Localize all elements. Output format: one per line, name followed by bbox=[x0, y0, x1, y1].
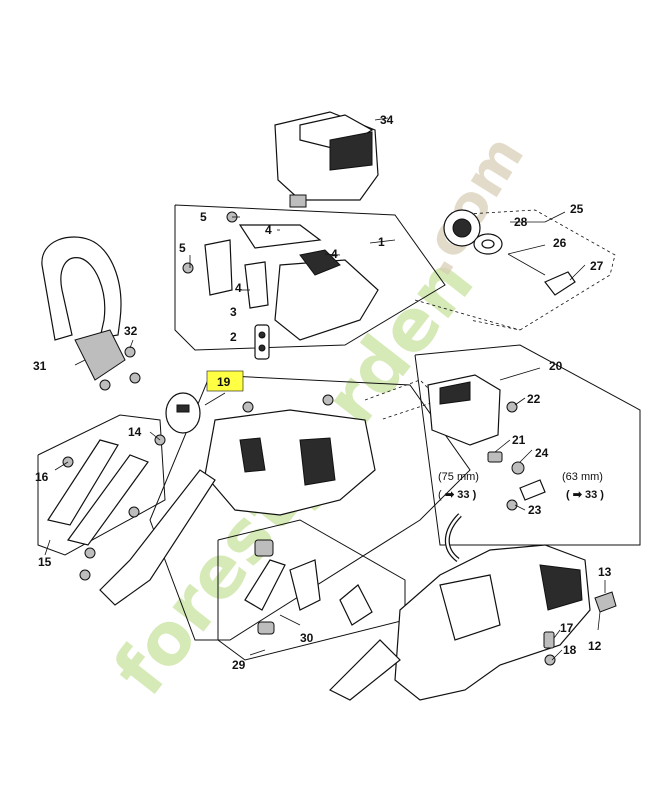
highlight-19 bbox=[206, 370, 244, 392]
label-4c: 4 bbox=[235, 281, 242, 295]
annotations: (75 mm) ( ➡ 33 ) (63 mm) ( ➡ 33 ) bbox=[438, 471, 604, 501]
callout-labels: 34 1 2 3 4 4 5 5 4 28 25 26 27 19 14 16 … bbox=[33, 113, 612, 672]
note-75mm: (75 mm) bbox=[438, 471, 479, 483]
label-17: 17 bbox=[560, 621, 574, 635]
label-3: 3 bbox=[230, 305, 237, 319]
label-5b: 5 bbox=[179, 241, 186, 255]
note-75mm-ref: ➡ 33 ) bbox=[445, 489, 477, 501]
part-shroud-assembly bbox=[182, 211, 379, 360]
label-12: 12 bbox=[588, 639, 602, 653]
part-main-housing bbox=[99, 394, 376, 606]
label-24: 24 bbox=[535, 446, 549, 460]
watermark-dotcom-text: .com bbox=[402, 125, 537, 288]
label-18: 18 bbox=[563, 643, 577, 657]
label-28: 28 bbox=[514, 215, 528, 229]
part-top-cover bbox=[274, 111, 379, 208]
label-15: 15 bbox=[38, 555, 52, 569]
label-19: 19 bbox=[217, 375, 231, 389]
part-chainsaw-body bbox=[328, 544, 617, 701]
note-63mm: (63 mm) bbox=[562, 471, 603, 483]
part-19-plate bbox=[165, 392, 201, 434]
frame-group-1 bbox=[174, 204, 446, 351]
label-23: 23 bbox=[528, 503, 542, 517]
note-63mm-ref: ( ➡ 33 ) bbox=[566, 489, 604, 501]
part-group-15 bbox=[47, 434, 166, 581]
leader-lines bbox=[44, 117, 606, 661]
label-22: 22 bbox=[527, 392, 541, 406]
frame-group-25 bbox=[449, 209, 616, 331]
label-14: 14 bbox=[128, 425, 142, 439]
label-4b: 4 bbox=[331, 247, 338, 261]
frame-link-dash bbox=[414, 299, 521, 331]
label-30: 30 bbox=[300, 631, 314, 645]
frame-group-20 bbox=[414, 344, 641, 546]
label-25: 25 bbox=[570, 202, 584, 216]
part-front-handle bbox=[41, 236, 141, 391]
label-4a: 4 bbox=[265, 223, 272, 237]
label-5a: 5 bbox=[200, 210, 207, 224]
note-75mm-open: ( bbox=[438, 489, 442, 501]
label-2: 2 bbox=[230, 330, 237, 344]
label-32: 32 bbox=[124, 324, 138, 338]
label-34: 34 bbox=[380, 113, 394, 127]
frame-group-15 bbox=[37, 414, 166, 556]
label-13: 13 bbox=[598, 565, 612, 579]
part-group-29 bbox=[244, 539, 373, 635]
label-27: 27 bbox=[590, 259, 604, 273]
label-1: 1 bbox=[378, 235, 385, 249]
part-starter-assembly bbox=[443, 209, 576, 296]
label-26: 26 bbox=[553, 236, 567, 250]
part-group-20 bbox=[427, 374, 546, 562]
label-29: 29 bbox=[232, 658, 246, 672]
label-20: 20 bbox=[549, 359, 563, 373]
label-21: 21 bbox=[512, 433, 526, 447]
label-31: 31 bbox=[33, 359, 47, 373]
label-16: 16 bbox=[35, 470, 49, 484]
